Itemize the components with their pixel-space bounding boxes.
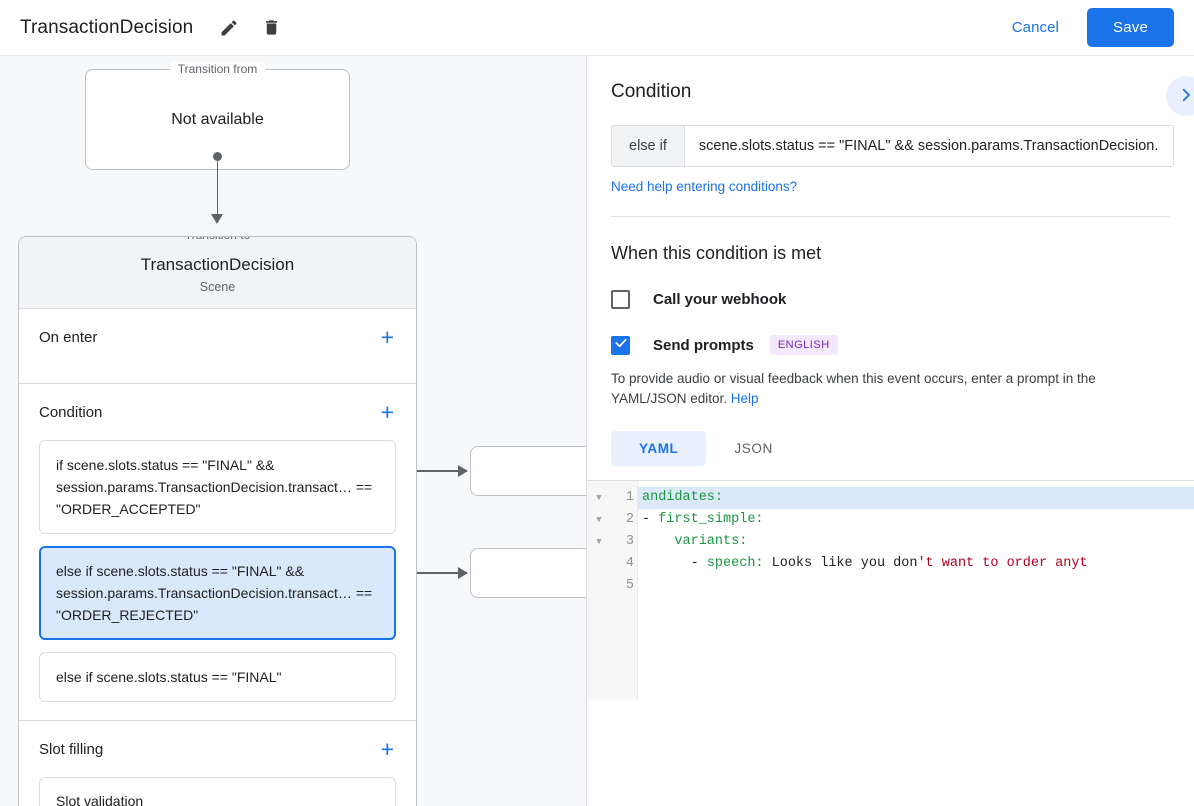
save-button[interactable]: Save (1087, 8, 1174, 47)
section-divider (611, 216, 1170, 217)
fold-toggle[interactable]: ▼ (596, 515, 602, 525)
editor-fold-gutter[interactable]: ▼ ▼ ▼ (587, 481, 611, 700)
call-webhook-checkbox[interactable] (611, 290, 630, 309)
target-node-accepted[interactable] (470, 446, 587, 496)
trash-icon (262, 18, 281, 37)
tab-json[interactable]: JSON (706, 431, 800, 466)
code-line[interactable]: andidates: (638, 487, 1194, 509)
pencil-icon (219, 18, 239, 38)
editor-code-area[interactable]: andidates:- first_simple: variants: - sp… (638, 481, 1194, 700)
condition-item-final[interactable]: else if scene.slots.status == "FINAL" (39, 652, 396, 702)
code-token: 't want to order anyt (917, 556, 1088, 571)
transition-from-value: Not available (171, 110, 264, 128)
condition-item-accepted[interactable]: if scene.slots.status == "FINAL" && sess… (39, 440, 396, 534)
condition-input-row: else if (611, 125, 1174, 167)
line-number: 2 (625, 512, 634, 527)
condition-section: Condition else if Need help entering con… (587, 56, 1194, 217)
send-prompts-checkbox[interactable] (611, 335, 630, 355)
line-number: 3 (625, 534, 634, 549)
connector-arrow-down (211, 214, 223, 224)
checkmark-icon (614, 336, 628, 355)
add-on-enter-button[interactable]: + (380, 323, 394, 350)
code-token: - (642, 556, 707, 571)
need-help-conditions-link[interactable]: Need help entering conditions? (611, 179, 798, 194)
expand-panel-button[interactable] (1166, 76, 1194, 116)
when-condition-met-section: When this condition is met Call your web… (587, 217, 1194, 466)
cancel-button[interactable]: Cancel (998, 11, 1073, 44)
code-token: variants (674, 534, 740, 549)
section-condition-title: Condition (39, 403, 103, 421)
code-token: first_simple (658, 512, 756, 527)
transition-from-legend: Transition from (169, 62, 266, 76)
code-token: : (714, 490, 724, 505)
scene-header[interactable]: Transition to TransactionDecision Scene (19, 237, 416, 309)
code-line[interactable] (638, 575, 1194, 597)
chevron-right-icon (1177, 86, 1194, 107)
section-on-enter: On enter + (19, 309, 416, 384)
language-badge: ENGLISH (769, 335, 838, 355)
code-line[interactable]: - speech: Looks like you don't want to o… (638, 553, 1194, 575)
code-line[interactable]: variants: (638, 531, 1194, 553)
section-slot-filling-header: Slot filling + (39, 721, 396, 777)
send-prompts-label: Send prompts (653, 336, 754, 354)
connector-arrow-rejected (458, 567, 468, 579)
delete-button[interactable] (257, 14, 285, 42)
connector-line-vertical (216, 156, 218, 216)
section-on-enter-title: On enter (39, 328, 98, 346)
section-condition: Condition + if scene.slots.status == "FI… (19, 384, 416, 721)
page-title: TransactionDecision (20, 16, 194, 38)
condition-detail-pane: Condition else if Need help entering con… (587, 56, 1194, 806)
condition-prefix-label: else if (612, 126, 685, 166)
scene-card: Transition to TransactionDecision Scene … (18, 236, 417, 806)
slot-validation-item[interactable]: Slot validation (39, 777, 396, 806)
connector-line-accepted (399, 470, 467, 472)
add-condition-button[interactable]: + (380, 398, 394, 425)
code-token: andidates (642, 490, 715, 505)
code-token: - (642, 512, 659, 527)
call-webhook-row[interactable]: Call your webhook (611, 290, 1170, 309)
edit-name-button[interactable] (215, 14, 243, 42)
section-condition-header: Condition + (39, 384, 396, 440)
call-webhook-label: Call your webhook (653, 291, 787, 308)
when-condition-met-heading: When this condition is met (611, 243, 822, 263)
code-token: : (739, 534, 748, 549)
code-token: : (755, 556, 772, 571)
fold-toggle[interactable]: ▼ (596, 537, 602, 547)
section-slot-filling: Slot filling + Slot validation (19, 721, 416, 806)
code-token (642, 534, 674, 549)
top-app-bar: TransactionDecision Cancel Save (0, 0, 1194, 56)
target-node-rejected[interactable] (470, 548, 587, 598)
transition-to-legend: Transition to (176, 237, 259, 242)
pane-divider (586, 56, 587, 806)
condition-heading: Condition (611, 81, 692, 102)
code-token: Looks like you don (771, 556, 918, 571)
condition-expression-input[interactable] (684, 126, 1173, 166)
connector-line-rejected (399, 572, 467, 574)
add-slot-filling-button[interactable]: + (380, 735, 394, 762)
tab-yaml[interactable]: YAML (611, 431, 707, 466)
prompt-hint-text: To provide audio or visual feedback when… (611, 369, 1170, 409)
prompt-hint-body: To provide audio or visual feedback when… (611, 371, 1096, 406)
scene-name: TransactionDecision (140, 255, 295, 274)
editor-line-numbers: 1 2 3 4 5 (611, 481, 638, 700)
line-number: 1 (625, 490, 634, 505)
code-line[interactable]: - first_simple: (638, 509, 1194, 531)
scene-type: Scene (199, 280, 236, 294)
section-on-enter-header: On enter + (39, 309, 396, 365)
send-prompts-row[interactable]: Send prompts ENGLISH (611, 335, 1170, 355)
line-number: 4 (625, 556, 634, 571)
transition-graph-pane: Transition from Not available Transition… (0, 56, 587, 806)
prompt-help-link[interactable]: Help (730, 391, 759, 406)
code-token: speech (706, 556, 756, 571)
code-token: : (755, 512, 764, 527)
condition-item-rejected[interactable]: else if scene.slots.status == "FINAL" &&… (39, 546, 396, 640)
connector-arrow-accepted (458, 465, 468, 477)
fold-toggle[interactable]: ▼ (596, 493, 602, 503)
line-number: 5 (625, 578, 634, 593)
section-slot-filling-title: Slot filling (39, 740, 104, 758)
editor-format-tabs: YAML JSON (611, 431, 1170, 466)
